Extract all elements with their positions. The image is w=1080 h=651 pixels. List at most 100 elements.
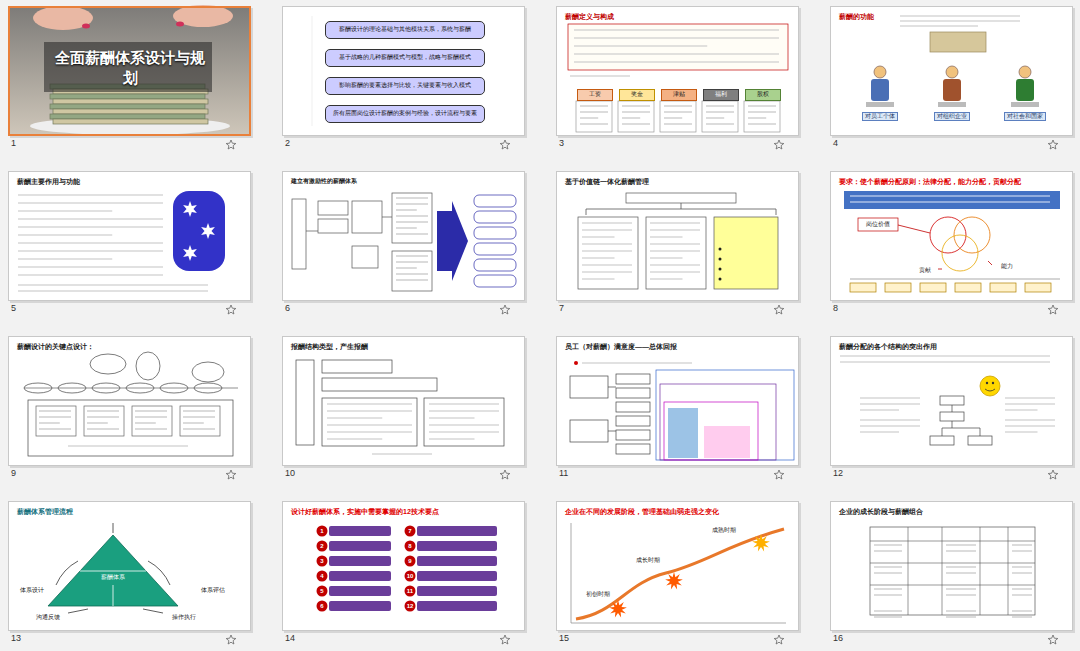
callout-number: 7 [404, 527, 416, 535]
thumbnail-ground [282, 501, 525, 631]
favorite-star-icon [226, 305, 236, 314]
thumbnail-ground [8, 171, 251, 301]
diagram-label: 贡献 [919, 267, 931, 274]
callout-number: 3 [316, 557, 328, 565]
connector-line [608, 387, 616, 388]
text-line [183, 422, 204, 423]
diagram-label: 能力 [1001, 263, 1013, 270]
hand [33, 6, 93, 30]
header-box: 津贴 [661, 89, 697, 101]
banknote [50, 94, 205, 99]
text-line [946, 566, 976, 567]
text-line [18, 274, 163, 275]
reward-frame [660, 384, 776, 460]
slide-title: 要求：使个薪酬分配原则：法律分配，能力分配，贡献分配 [839, 178, 1021, 186]
point-bar [329, 526, 391, 536]
slide-title: 薪酬设计的关键点设计： [17, 343, 94, 351]
flow-box [292, 199, 306, 269]
source-box [570, 420, 608, 442]
growth-curve [576, 529, 784, 619]
bubble-ellipse [136, 352, 160, 380]
text-line [874, 566, 902, 567]
text-line [706, 117, 724, 118]
figure-body [871, 79, 889, 101]
text-line [582, 229, 632, 230]
text-line [135, 416, 167, 417]
slide-title: 设计好薪酬体系，实施中需要掌握的12技术要点 [291, 508, 439, 516]
text-line [396, 261, 428, 262]
text-line [396, 209, 417, 210]
structure-box [930, 436, 954, 445]
reward-fill [668, 408, 698, 458]
text-line [582, 271, 632, 272]
slide-title: 薪酬定义与构成 [565, 13, 614, 21]
photo-ground [8, 6, 251, 136]
box-text: 工资 [589, 91, 601, 98]
text-line [429, 438, 475, 439]
stage-label: 成长时期 [636, 557, 660, 564]
text-line [327, 438, 382, 439]
text-line [18, 290, 208, 291]
bullet [719, 278, 722, 281]
thumbnail-ground [282, 336, 525, 466]
arrow-line [143, 609, 163, 613]
text-line [18, 218, 163, 219]
text-line [135, 428, 167, 429]
text-line [650, 257, 683, 258]
detail-box [84, 406, 124, 436]
text-line [327, 403, 412, 404]
callout-number: 8 [404, 542, 416, 550]
topic-box: 基于战略的几种薪酬模式与模型，战略与薪酬模式 [325, 49, 485, 67]
slide-number: 1 [11, 138, 16, 149]
text-line [1005, 403, 1055, 404]
text-line [372, 453, 432, 454]
text-line [87, 416, 119, 417]
result-box [474, 227, 516, 239]
big-arrow [437, 201, 468, 281]
favorite-star-icon [226, 140, 236, 149]
text-line [650, 271, 700, 272]
structure-box [940, 412, 964, 421]
slide-thumbnail: 企业的成长阶段与薪酬组合 [830, 501, 1073, 631]
text-line [327, 417, 382, 418]
text-line [18, 266, 163, 267]
text-line [39, 428, 71, 429]
text-line [650, 278, 683, 279]
text-line [183, 416, 215, 417]
number-circle [405, 556, 416, 567]
text-line [582, 250, 632, 251]
text-line [327, 410, 412, 411]
slide-number: 6 [285, 303, 290, 314]
text-line [1012, 550, 1032, 551]
slide-title: 全面薪酬体系设计与规划 [50, 48, 210, 87]
banknote-picture [930, 32, 986, 52]
content-column [618, 101, 654, 132]
statement-band [844, 191, 1060, 209]
figure-body [943, 79, 961, 101]
text-line [900, 15, 1020, 16]
text-line [1005, 431, 1038, 432]
reward-fill [704, 426, 750, 458]
axis-line [850, 279, 1060, 280]
point-bar [417, 586, 497, 596]
box-text: 奖金 [631, 91, 643, 98]
text-line [860, 409, 899, 410]
definition-box [568, 24, 788, 70]
slide-title: 薪酬主要作用与功能 [17, 178, 80, 186]
result-box [474, 211, 516, 223]
box-text: 基于战略的几种薪酬模式与模型，战略与薪酬模式 [339, 54, 471, 61]
item-box [616, 416, 650, 426]
table-rule [908, 527, 909, 615]
slide-thumbnail: 薪酬设计的关键点设计： [8, 336, 251, 466]
favorite-star-icon [1048, 305, 1058, 314]
text-line [18, 194, 163, 195]
leader-line [938, 269, 942, 270]
text-line [582, 222, 632, 223]
box-text: 影响薪酬的要素选择与比较，关键要素与收入模式 [339, 82, 471, 89]
text-line [860, 431, 899, 432]
text-line [429, 431, 499, 432]
value-box [858, 218, 898, 231]
result-box [474, 275, 516, 287]
title-band [44, 42, 212, 92]
text-line [574, 45, 707, 46]
